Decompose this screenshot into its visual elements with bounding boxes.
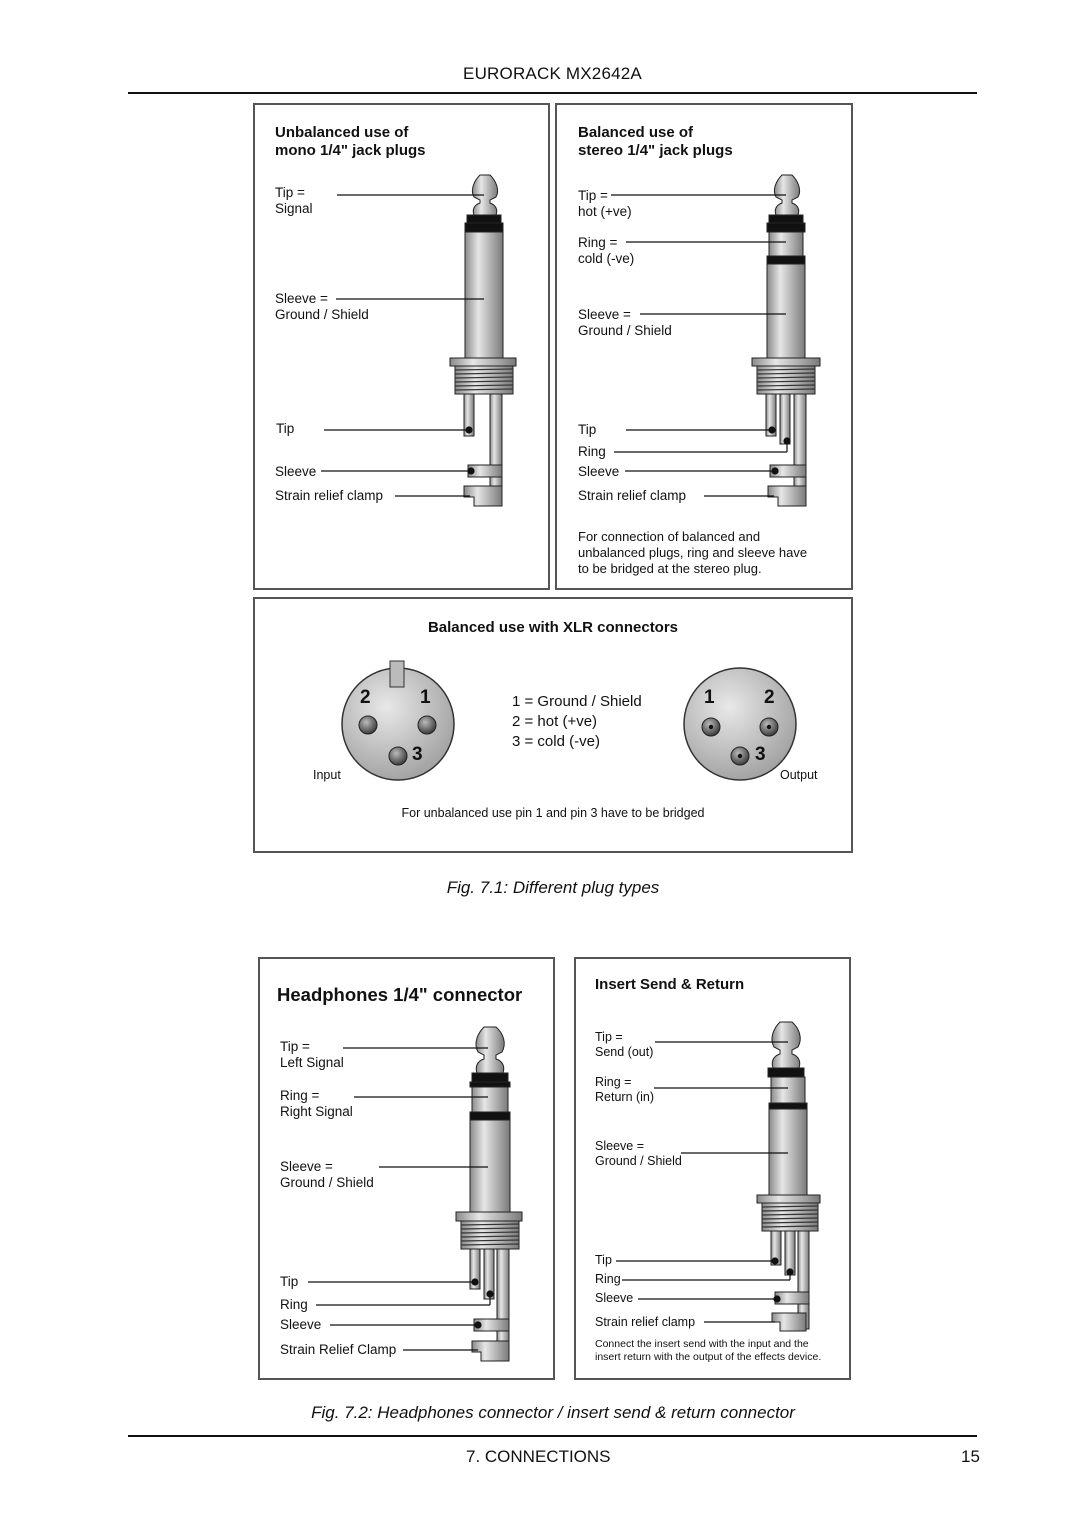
footer-section: 7. CONNECTIONS — [466, 1447, 611, 1466]
insert-jack-plug-icon — [756, 1021, 821, 1332]
xlr-bridge-note: For unbalanced use pin 1 and pin 3 have … — [401, 806, 705, 820]
insert-tip-label: Tip = Send (out) — [595, 1030, 654, 1059]
xlr-legend-pin3: 3 = cold (-ve) — [512, 733, 600, 750]
stereo-jack-plug-icon — [751, 174, 821, 507]
xlr-legend-pin1: 1 = Ground / Shield — [512, 693, 642, 710]
xlr-input-pin-1: 1 — [420, 687, 431, 708]
insert-sleeve-label: Sleeve = Ground / Shield — [595, 1139, 682, 1168]
headphones-ring-label: Ring = Right Signal — [280, 1088, 353, 1119]
document-title: EURORACK MX2642A — [463, 64, 642, 83]
stereo-ring-label: Ring = cold (-ve) — [578, 235, 635, 266]
xlr-output-pin-1: 1 — [704, 687, 715, 708]
insert-solder-ring-label: Ring — [595, 1272, 621, 1286]
xlr-input-connector-icon — [341, 660, 455, 781]
insert-panel-title: Insert Send & Return — [595, 976, 745, 993]
headphones-solder-tip-label: Tip — [280, 1274, 299, 1289]
mono-sleeve-label: Sleeve = Ground / Shield — [275, 291, 369, 322]
xlr-output-connector-icon — [683, 667, 797, 781]
headphones-panel-title: Headphones 1/4" connector — [277, 984, 523, 1005]
headphones-clamp-label: Strain Relief Clamp — [280, 1342, 397, 1357]
page-number: 15 — [961, 1447, 980, 1466]
header-rule — [128, 92, 977, 94]
mono-jack-plug-icon — [449, 174, 517, 507]
mono-solder-tip-label: Tip — [276, 421, 295, 436]
xlr-legend-pin2: 2 = hot (+ve) — [512, 713, 598, 730]
stereo-panel-title: Balanced use of stereo 1/4" jack plugs — [578, 124, 733, 159]
xlr-output-label: Output — [780, 768, 818, 782]
stereo-tip-label: Tip = hot (+ve) — [578, 188, 632, 219]
stereo-solder-sleeve-label: Sleeve — [578, 464, 620, 479]
stereo-clamp-label: Strain relief clamp — [578, 488, 687, 503]
xlr-input-label: Input — [313, 768, 341, 782]
xlr-pin-legend: 1 = Ground / Shield 2 = hot (+ve) 3 = co… — [512, 692, 642, 752]
headphones-sleeve-label: Sleeve = Ground / Shield — [280, 1159, 374, 1190]
mono-tip-label: Tip = Signal — [275, 185, 313, 216]
insert-ring-label: Ring = Return (in) — [595, 1075, 655, 1104]
xlr-output-pin-2: 2 — [764, 687, 775, 708]
figure-caption-7-2: Fig. 7.2: Headphones connector / insert … — [311, 1403, 795, 1422]
xlr-panel-title: Balanced use with XLR connectors — [427, 619, 679, 636]
footer-rule — [128, 1435, 977, 1437]
mono-solder-sleeve-label: Sleeve — [275, 464, 317, 479]
mono-clamp-label: Strain relief clamp — [275, 488, 384, 503]
xlr-input-pin-3: 3 — [412, 744, 423, 765]
mono-panel-title: Unbalanced use of mono 1/4" jack plugs — [275, 124, 426, 159]
insert-connection-note: Connect the insert send with the input a… — [595, 1338, 822, 1363]
stereo-solder-ring-label: Ring — [578, 444, 606, 459]
headphones-solder-ring-label: Ring — [280, 1297, 308, 1312]
xlr-output-pin-3: 3 — [755, 744, 766, 765]
insert-solder-tip-label: Tip — [595, 1253, 612, 1267]
stereo-solder-tip-label: Tip — [578, 422, 597, 437]
stereo-sleeve-label: Sleeve = Ground / Shield — [578, 307, 672, 338]
figure-caption-7-1: Fig. 7.1: Different plug types — [446, 878, 660, 897]
stereo-bridge-note: For connection of balanced and unbalance… — [578, 529, 808, 576]
xlr-input-pin-2: 2 — [360, 687, 371, 708]
headphones-tip-label: Tip = Left Signal — [280, 1039, 344, 1070]
headphones-jack-plug-icon — [455, 1026, 523, 1362]
insert-solder-sleeve-label: Sleeve — [595, 1291, 634, 1305]
headphones-solder-sleeve-label: Sleeve — [280, 1317, 322, 1332]
insert-clamp-label: Strain relief clamp — [595, 1315, 696, 1329]
